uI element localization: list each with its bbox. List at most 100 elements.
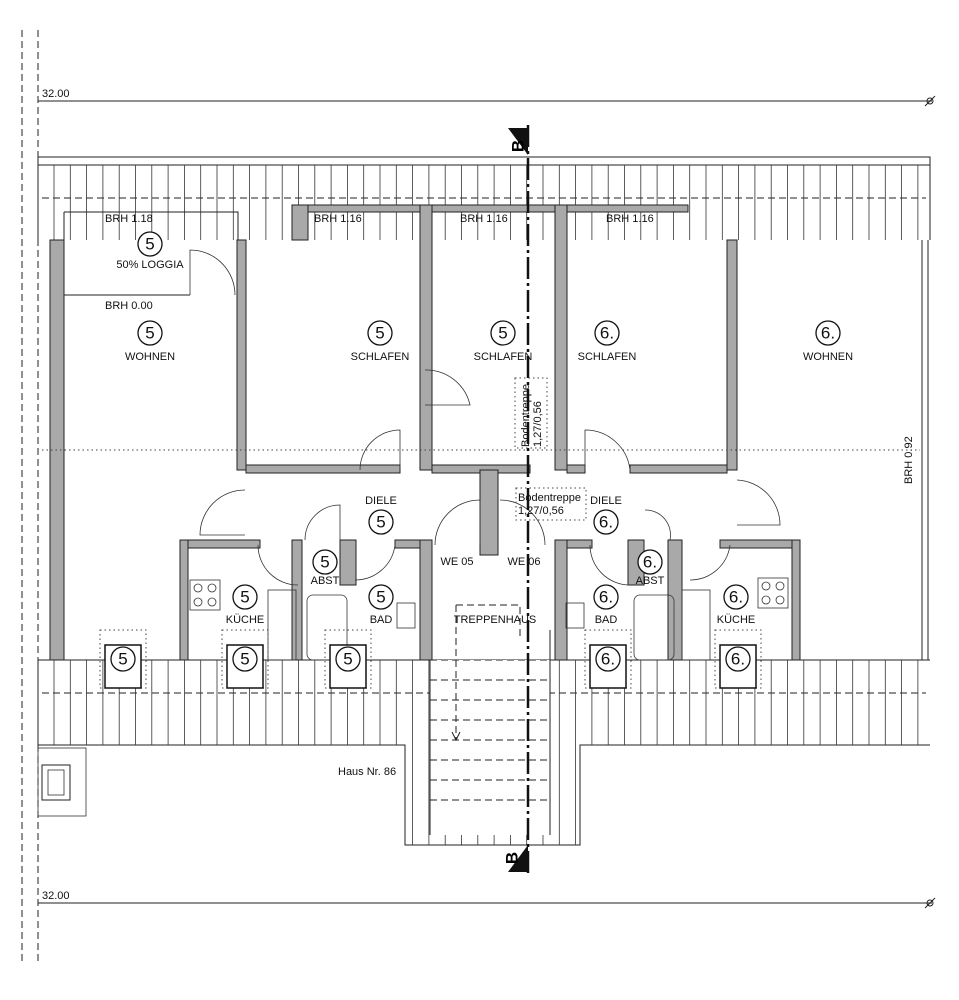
house-number: Haus Nr. 86	[338, 766, 396, 778]
unit-number-circle	[637, 549, 663, 575]
room-name: ABST	[311, 575, 340, 587]
skylight: 6.	[584, 629, 632, 689]
chimney	[37, 747, 87, 817]
unit-number: 6.	[599, 588, 613, 607]
unit-number-circle	[490, 320, 516, 346]
skylight: 5	[99, 629, 147, 689]
dimension-label-top: 32.00	[42, 88, 70, 100]
unit-number-circle	[725, 646, 751, 672]
room-name: KÜCHE	[226, 614, 265, 626]
attic-stair-vertical: Bodentreppe 1,27/0,56	[514, 377, 548, 449]
attic-stair-label: Bodentreppe	[518, 492, 581, 504]
room-name: SCHLAFEN	[474, 351, 533, 363]
skylight-unit: 5	[118, 650, 127, 669]
unit-number: 6.	[821, 324, 835, 343]
room-bad-6: 6. BAD	[593, 584, 619, 626]
fixtures	[189, 577, 789, 661]
brh-schlafen-1: BRH 1.16	[314, 213, 362, 225]
unit-number-circle	[232, 584, 258, 610]
door-wohnen-5	[199, 489, 246, 536]
unit-number: 5	[145, 324, 154, 343]
room-kueche-6: 6. KÜCHE	[717, 584, 756, 626]
skylight: 5	[221, 629, 269, 689]
unit-number: 5	[240, 588, 249, 607]
room-name: SCHLAFEN	[351, 351, 410, 363]
brh-schlafen-2: BRH 1.16	[460, 213, 508, 225]
room-name: BAD	[370, 614, 393, 626]
unit-number: 5	[376, 588, 385, 607]
unit-number: 5	[376, 513, 385, 532]
skylight-unit: 5	[240, 650, 249, 669]
unit-number-circle	[367, 320, 393, 346]
skylights: 5 5 5 6. 6.	[99, 629, 762, 689]
room-name: SCHLAFEN	[578, 351, 637, 363]
door-we05	[434, 499, 481, 546]
unit-number: 6.	[600, 324, 614, 343]
attic-stair-size: 1,27/0,56	[518, 505, 564, 517]
dimension-top: 32.00	[38, 88, 936, 107]
brh-right: BRH 0.92	[903, 436, 915, 484]
unit-number-circle	[232, 646, 258, 672]
attic-stair-label: Bodentreppe	[520, 384, 532, 447]
staircase	[429, 604, 551, 835]
room-diele-6: 6. DIELE	[590, 495, 622, 535]
room-name: KÜCHE	[717, 614, 756, 626]
sink-5	[267, 589, 297, 661]
roof-top	[37, 156, 931, 240]
stove-6	[757, 577, 789, 609]
room-labels: 550% LOGGIA5WOHNEN5SCHLAFEN5SCHLAFEN6.SC…	[116, 231, 853, 626]
section-line-b: B B	[503, 125, 530, 875]
unit-number: 6.	[729, 588, 743, 607]
unit-number-circle	[137, 231, 163, 257]
unit-number-circle	[594, 320, 620, 346]
room-abst-6: 6. ABST	[636, 549, 665, 587]
unit-number: 6.	[599, 513, 613, 532]
skylight: 5	[324, 629, 372, 689]
unit-number-circle	[137, 320, 163, 346]
walls	[42, 204, 929, 661]
room-name: 50% LOGGIA	[116, 259, 184, 271]
bathtub-5	[306, 594, 348, 661]
dimension-label-bottom: 32.00	[42, 890, 70, 902]
section-label-bottom: B	[503, 852, 522, 864]
door-we06	[499, 499, 546, 546]
room-name-treppenhaus: TREPPENHAUS	[454, 614, 537, 626]
room-wohnen-6: 6. WOHNEN	[803, 320, 853, 363]
room-name: WOHNEN	[125, 351, 175, 363]
door-schlafen	[424, 369, 471, 406]
attic-stair-horizontal: Bodentreppe 1,27/0,56	[515, 487, 587, 521]
unit-number: 5	[498, 324, 507, 343]
skylight-unit: 6.	[601, 650, 615, 669]
unit-number-circle	[335, 646, 361, 672]
unit-number-circle	[593, 584, 619, 610]
unit-number: 5	[375, 324, 384, 343]
room-name: DIELE	[590, 495, 622, 507]
room-name: ABST	[636, 575, 665, 587]
room-schlafen-6: 6. SCHLAFEN	[578, 320, 637, 363]
door-schlafen-5	[359, 429, 401, 471]
room-name: BAD	[595, 614, 618, 626]
doors	[189, 249, 781, 586]
unit-number: 5	[320, 553, 329, 572]
skylight: 6.	[714, 629, 762, 689]
roof-tiles-top	[53, 165, 919, 240]
sill-height-labels: BRH 1.18 BRH 0.00 BRH 1.16 BRH 1.16 BRH …	[105, 213, 915, 484]
unit-number: 5	[145, 235, 154, 254]
entrance-we05: WE 05	[440, 556, 473, 568]
skylight-unit: 6.	[731, 650, 745, 669]
room-name: DIELE	[365, 495, 397, 507]
unit-number-circle	[723, 584, 749, 610]
unit-number-circle	[368, 584, 394, 610]
unit-number-circle	[595, 646, 621, 672]
unit-number-circle	[110, 646, 136, 672]
room-name: WOHNEN	[803, 351, 853, 363]
unit-number: 6.	[643, 553, 657, 572]
washbasin-6	[565, 602, 585, 629]
